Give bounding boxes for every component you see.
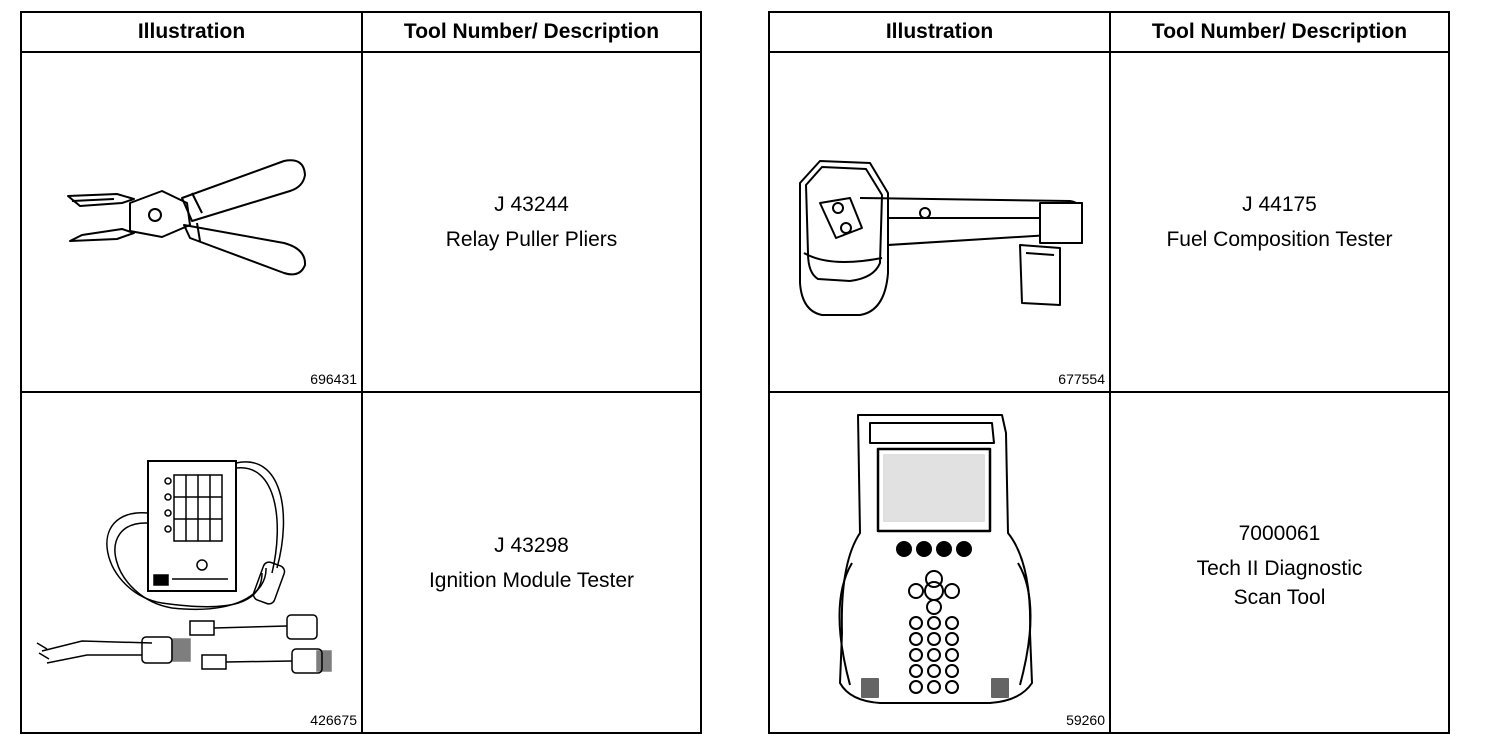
header-illustration: Illustration [137, 20, 246, 43]
tool-description-cell: J 43244 Relay Puller Pliers [363, 53, 700, 391]
illustration-cell: 59260 [770, 393, 1109, 732]
row-divider [770, 391, 1448, 393]
tool-number: 7000061 [1238, 521, 1321, 545]
illustration-cell: 696431 [22, 53, 361, 391]
header-tool-description: Tool Number/ Description [1151, 20, 1408, 43]
ignition-module-tester-icon [22, 393, 361, 732]
row-divider [22, 391, 700, 393]
tool-description-line-2: Scan Tool [1233, 585, 1326, 609]
tools-table-left: Illustration Tool Number/ Description [20, 11, 702, 734]
tool-description: Ignition Module Tester [428, 568, 635, 592]
tool-description-cell: J 43298 Ignition Module Tester [363, 393, 700, 732]
fuel-composition-tester-icon [770, 53, 1109, 391]
tool-number: J 44175 [1242, 193, 1317, 216]
tool-number: J 43298 [494, 533, 569, 557]
tool-description-cell: J 44175 Fuel Composition Tester [1111, 53, 1448, 391]
illustration-cell: 677554 [770, 53, 1109, 391]
tool-description: Fuel Composition Tester [1166, 228, 1393, 251]
tech-ii-scan-tool-icon [770, 393, 1109, 732]
figure-id: 426675 [310, 712, 357, 728]
tool-description-cell: 7000061 Tech II Diagnostic Scan Tool [1111, 393, 1448, 732]
figure-id: 677554 [1058, 371, 1105, 387]
tools-table-right: Illustration Tool Number/ Description [768, 11, 1450, 734]
tool-number: J 43244 [494, 193, 569, 216]
illustration-cell: 426675 [22, 393, 361, 732]
tool-description: Relay Puller Pliers [445, 228, 618, 251]
column-divider [1109, 13, 1111, 732]
tool-description-line-1: Tech II Diagnostic [1196, 556, 1363, 580]
header-tool-description: Tool Number/ Description [403, 20, 660, 43]
figure-id: 696431 [310, 371, 357, 387]
figure-id: 59260 [1066, 712, 1105, 728]
header-illustration: Illustration [885, 20, 994, 43]
column-divider [361, 13, 363, 732]
relay-puller-pliers-icon [22, 53, 361, 391]
